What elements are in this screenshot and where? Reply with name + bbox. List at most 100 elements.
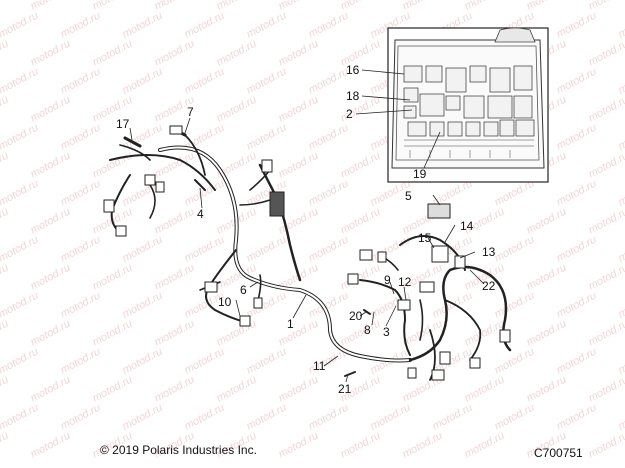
watermark-text: motod.ru bbox=[554, 66, 598, 97]
watermark-text: motod.ru bbox=[0, 66, 40, 97]
watermark-text: motod.ru bbox=[524, 206, 568, 237]
watermark-text: motod.ru bbox=[152, 262, 196, 293]
watermark-text: motod.ru bbox=[276, 38, 320, 69]
callout-17: 17 bbox=[116, 117, 130, 131]
watermark-text: motod.ru bbox=[58, 66, 102, 97]
watermark-text: motod.ru bbox=[616, 66, 625, 97]
watermark-text: motod.ru bbox=[276, 374, 320, 405]
watermark-text: motod.ru bbox=[152, 374, 196, 405]
watermark-text: motod.ru bbox=[182, 66, 226, 97]
watermark-text: motod.ru bbox=[554, 122, 598, 153]
watermark-text: motod.ru bbox=[462, 430, 506, 461]
watermark-text: motod.ru bbox=[28, 262, 72, 293]
watermark-text: motod.ru bbox=[586, 94, 625, 125]
callout-20: 20 bbox=[349, 309, 363, 323]
callout-19: 19 bbox=[413, 167, 427, 181]
watermark-text: motod.ru bbox=[586, 430, 625, 461]
callout-8: 8 bbox=[364, 323, 371, 337]
watermark-text: motod.ru bbox=[90, 374, 134, 405]
watermark-text: motod.ru bbox=[28, 430, 72, 461]
watermark-text: motod.ru bbox=[244, 346, 288, 377]
watermark-text: motod.ru bbox=[152, 318, 196, 349]
watermark-text: motod.ru bbox=[616, 122, 625, 153]
watermark-text: motod.ru bbox=[616, 234, 625, 265]
watermark-text: motod.ru bbox=[0, 374, 10, 405]
figure-id: C700751 bbox=[534, 446, 583, 460]
watermark-text: motod.ru bbox=[554, 346, 598, 377]
watermark-text: motod.ru bbox=[152, 38, 196, 69]
watermark-text: motod.ru bbox=[0, 262, 10, 293]
watermark-text: motod.ru bbox=[0, 206, 10, 237]
watermark-text: motod.ru bbox=[276, 94, 320, 125]
callout-6: 6 bbox=[240, 283, 247, 297]
watermark-text: motod.ru bbox=[462, 374, 506, 405]
watermark-text: motod.ru bbox=[0, 402, 40, 433]
watermark-text: motod.ru bbox=[616, 402, 625, 433]
watermark-text: motod.ru bbox=[368, 234, 412, 265]
watermark-text: motod.ru bbox=[554, 290, 598, 321]
watermark-text: motod.ru bbox=[554, 234, 598, 265]
watermark-text: motod.ru bbox=[244, 66, 288, 97]
watermark-text: motod.ru bbox=[586, 38, 625, 69]
watermark-text: motod.ru bbox=[430, 290, 474, 321]
callout-22: 22 bbox=[482, 279, 496, 293]
watermark-text: motod.ru bbox=[492, 346, 536, 377]
watermark-text: motod.ru bbox=[338, 430, 382, 461]
watermark-text: motod.ru bbox=[524, 318, 568, 349]
watermark-text: motod.ru bbox=[244, 122, 288, 153]
watermark-text: motod.ru bbox=[28, 374, 72, 405]
watermark-text: motod.ru bbox=[0, 150, 10, 181]
watermark-text: motod.ru bbox=[492, 290, 536, 321]
watermark-text: motod.ru bbox=[276, 430, 320, 461]
callout-9: 9 bbox=[384, 273, 391, 287]
watermark-text: motod.ru bbox=[0, 178, 40, 209]
watermark-text: motod.ru bbox=[244, 290, 288, 321]
watermark-text: motod.ru bbox=[492, 234, 536, 265]
watermark-text: motod.ru bbox=[182, 234, 226, 265]
leader-lines bbox=[129, 117, 485, 383]
callout-5: 5 bbox=[405, 189, 412, 203]
watermark-text: motod.ru bbox=[28, 150, 72, 181]
watermark-text: motod.ru bbox=[276, 150, 320, 181]
watermark-text: motod.ru bbox=[306, 10, 350, 41]
watermark-text: motod.ru bbox=[0, 94, 10, 125]
watermark-text: motod.ru bbox=[58, 122, 102, 153]
watermark-text: motod.ru bbox=[400, 430, 444, 461]
callout-7: 7 bbox=[187, 105, 194, 119]
watermark-text: motod.ru bbox=[306, 66, 350, 97]
callout-14: 14 bbox=[460, 219, 474, 233]
watermark-text: motod.ru bbox=[214, 38, 258, 69]
watermark-text: motod.ru bbox=[586, 262, 625, 293]
callout-13: 13 bbox=[482, 245, 496, 259]
watermark-text: motod.ru bbox=[28, 318, 72, 349]
watermark-text: motod.ru bbox=[58, 178, 102, 209]
watermark-text: motod.ru bbox=[524, 262, 568, 293]
watermark-text: motod.ru bbox=[338, 150, 382, 181]
callout-21: 21 bbox=[338, 382, 352, 396]
watermark-text: motod.ru bbox=[554, 10, 598, 41]
watermark-text: motod.ru bbox=[244, 10, 288, 41]
watermark-text: motod.ru bbox=[586, 150, 625, 181]
watermark-text: motod.ru bbox=[586, 318, 625, 349]
watermark-text: motod.ru bbox=[0, 346, 40, 377]
watermark-text: motod.ru bbox=[306, 122, 350, 153]
watermark-text: motod.ru bbox=[492, 402, 536, 433]
watermark-text: motod.ru bbox=[524, 374, 568, 405]
watermark-text: motod.ru bbox=[120, 234, 164, 265]
callout-15: 15 bbox=[418, 231, 432, 245]
watermark-text: motod.ru bbox=[58, 402, 102, 433]
watermark-text: motod.ru bbox=[0, 318, 10, 349]
fuse-box-inset bbox=[355, 27, 549, 183]
watermark-text: motod.ru bbox=[616, 178, 625, 209]
watermark-text: motod.ru bbox=[0, 122, 40, 153]
watermark-text: motod.ru bbox=[554, 402, 598, 433]
watermark-text: motod.ru bbox=[90, 150, 134, 181]
watermark-text: motod.ru bbox=[586, 374, 625, 405]
watermark-text: motod.ru bbox=[430, 402, 474, 433]
watermark-text: motod.ru bbox=[214, 374, 258, 405]
callout-1: 1 bbox=[287, 317, 294, 331]
callout-11: 11 bbox=[313, 359, 326, 373]
watermark-text: motod.ru bbox=[306, 234, 350, 265]
watermark-text: motod.ru bbox=[90, 38, 134, 69]
watermark-text: motod.ru bbox=[28, 206, 72, 237]
